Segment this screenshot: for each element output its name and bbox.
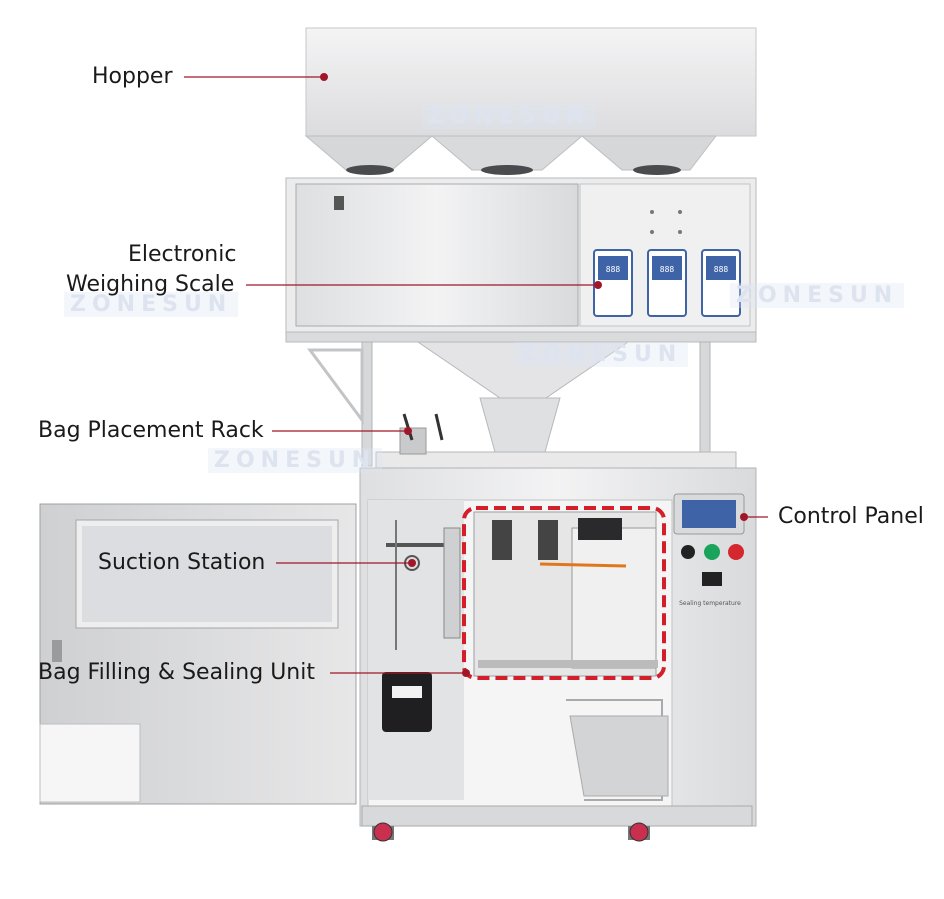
label-weighing-scale: Electronic Weighing Scale (66, 240, 236, 300)
watermark-brand: ZONESUN (422, 104, 597, 129)
leader-dot-filling (462, 669, 470, 677)
label-control-panel: Control Panel (778, 504, 924, 529)
controller-3: 888 (701, 249, 741, 317)
label-hopper: Hopper (92, 64, 173, 89)
svg-text:888: 888 (660, 265, 675, 274)
label-weighing-scale-line2: Weighing Scale (66, 272, 235, 297)
leader-dot-suction (408, 559, 416, 567)
frame-and-funnel (285, 331, 757, 469)
leader-dot-hopper (320, 73, 328, 81)
controller-1: 888 (593, 249, 633, 317)
hopper (304, 27, 757, 175)
leader-dot-control (740, 513, 748, 521)
watermark-brand: ZONESUN (730, 283, 905, 308)
filling-sealing-mechanism (473, 511, 658, 677)
label-suction-station: Suction Station (98, 550, 266, 575)
watermark-brand: ZONESUN (208, 448, 383, 473)
leader-lines (184, 73, 768, 677)
svg-text:Sealing temperature: Sealing temperature (679, 600, 741, 607)
cabinet-door (39, 503, 357, 805)
watermark-brand: ZONESUN (514, 342, 689, 367)
controller-2: 888 (647, 249, 687, 317)
svg-text:888: 888 (606, 265, 621, 274)
weighing-controllers: 888 888 888 (593, 249, 741, 317)
casters (372, 822, 650, 842)
label-filling-sealing-unit: Bag Filling & Sealing Unit (38, 660, 315, 685)
watermark-brand: ZONESUN (64, 292, 239, 317)
label-weighing-scale-line1: Electronic (128, 242, 237, 267)
control-panel: Sealing temperature (673, 493, 745, 607)
svg-text:888: 888 (714, 265, 729, 274)
label-bag-placement-rack: Bag Placement Rack (38, 418, 264, 443)
leader-dot-rack (404, 427, 412, 435)
leader-dot-scale (594, 281, 602, 289)
